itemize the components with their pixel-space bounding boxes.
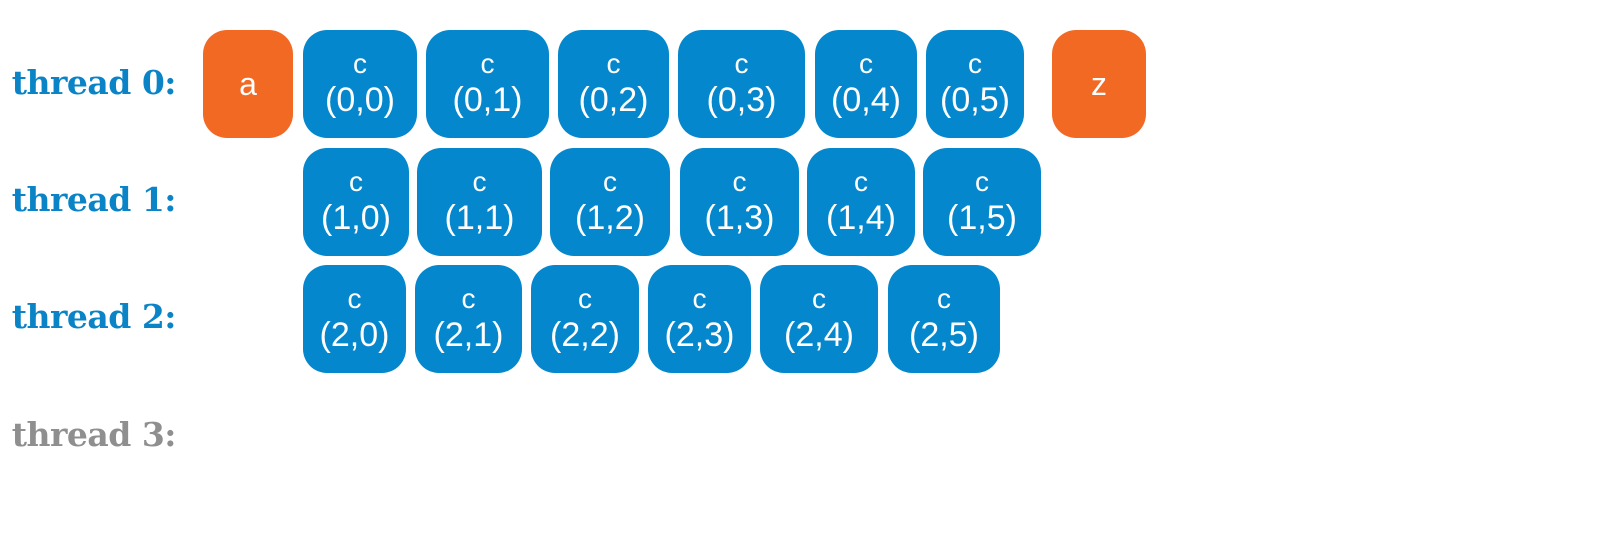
compute-task-block: c(0,0) [303,30,417,138]
task-name: c [692,283,707,314]
compute-task-block: c(2,4) [760,265,878,373]
task-name: c [480,48,495,79]
task-coordinate: (2,4) [784,316,854,354]
task-name: c [732,166,747,197]
task-coordinate: (0,3) [706,81,777,119]
compute-task-block: c(2,5) [888,265,1000,373]
task-name: c [349,166,363,197]
compute-task-block: c(0,1) [426,30,549,138]
thread-1-label: thread 1: [11,180,177,219]
task-name: c [975,166,989,197]
task-coordinate: (2,5) [909,316,979,354]
task-name: a [239,66,257,102]
thread-3-label: thread 3: [11,415,177,454]
task-coordinate: (0,2) [578,81,649,119]
task-name: c [859,48,873,79]
task-coordinate: (2,2) [550,316,620,354]
task-name: c [472,166,487,197]
task-coordinate: (2,0) [319,316,390,354]
task-name: c [606,48,621,79]
task-coordinate: (0,1) [452,81,523,119]
task-name: c [347,283,362,314]
task-name: c [937,283,951,314]
task-coordinate: (0,5) [940,81,1010,119]
task-coordinate: (1,0) [321,199,391,237]
task-name: c [812,283,826,314]
task-name: c [353,48,367,79]
compute-task-block: c(1,5) [923,148,1041,256]
compute-task-block: c(0,5) [926,30,1024,138]
task-name: c [578,283,592,314]
compute-task-block: c(0,3) [678,30,805,138]
compute-task-block: c(1,0) [303,148,409,256]
task-coordinate: (1,2) [575,199,645,237]
task-coordinate: (1,5) [947,199,1017,237]
compute-task-block: c(1,1) [417,148,542,256]
compute-task-block: c(1,4) [807,148,915,256]
task-coordinate: (1,3) [704,199,775,237]
compute-task-block: c(0,2) [558,30,669,138]
task-name: c [734,48,749,79]
task-name: z [1091,66,1107,102]
task-name: c [461,283,476,314]
task-coordinate: (0,0) [325,81,395,119]
compute-task-block: c(1,3) [680,148,799,256]
endpoint-task-block: z [1052,30,1146,138]
compute-task-block: c(2,1) [415,265,522,373]
compute-task-block: c(2,3) [648,265,751,373]
thread-2-label: thread 2: [11,297,177,336]
task-coordinate: (0,4) [831,81,901,119]
task-coordinate: (2,1) [433,316,504,354]
endpoint-task-block: a [203,30,293,138]
compute-task-block: c(1,2) [550,148,670,256]
task-name: c [854,166,868,197]
compute-task-block: c(2,2) [531,265,639,373]
thread-0-label: thread 0: [11,63,177,102]
task-name: c [968,48,982,79]
task-coordinate: (1,4) [826,199,896,237]
task-name: c [603,166,617,197]
task-coordinate: (1,1) [444,199,515,237]
compute-task-block: c(0,4) [815,30,917,138]
compute-task-block: c(2,0) [303,265,406,373]
task-coordinate: (2,3) [664,316,735,354]
